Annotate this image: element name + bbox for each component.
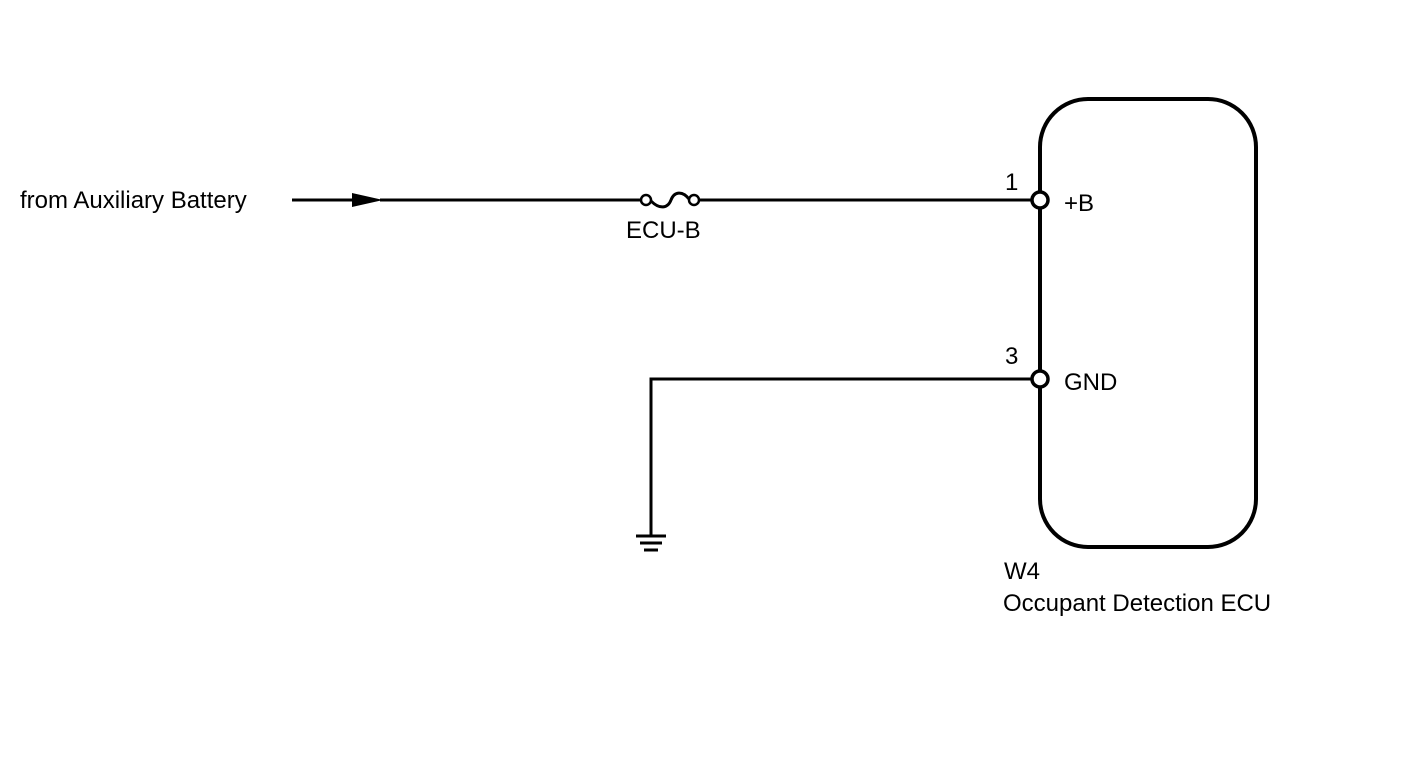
fuse-icon (639, 191, 701, 209)
arrow-icon (352, 193, 383, 207)
source-label: from Auxiliary Battery (20, 187, 247, 214)
pin-3-number: 3 (1005, 343, 1018, 370)
pin-3-name: GND (1064, 369, 1117, 396)
ground-icon (636, 534, 666, 552)
ecu-name: Occupant Detection ECU (1003, 590, 1271, 617)
ecu-box (1038, 97, 1258, 549)
fuse-label: ECU-B (626, 217, 701, 244)
pin-1-number: 1 (1005, 169, 1018, 196)
pin-3-terminal (1030, 369, 1050, 389)
pin-1-name: +B (1064, 190, 1094, 217)
ecu-code: W4 (1004, 558, 1040, 585)
pin-1-terminal (1030, 190, 1050, 210)
ground-wire (649, 377, 1032, 535)
